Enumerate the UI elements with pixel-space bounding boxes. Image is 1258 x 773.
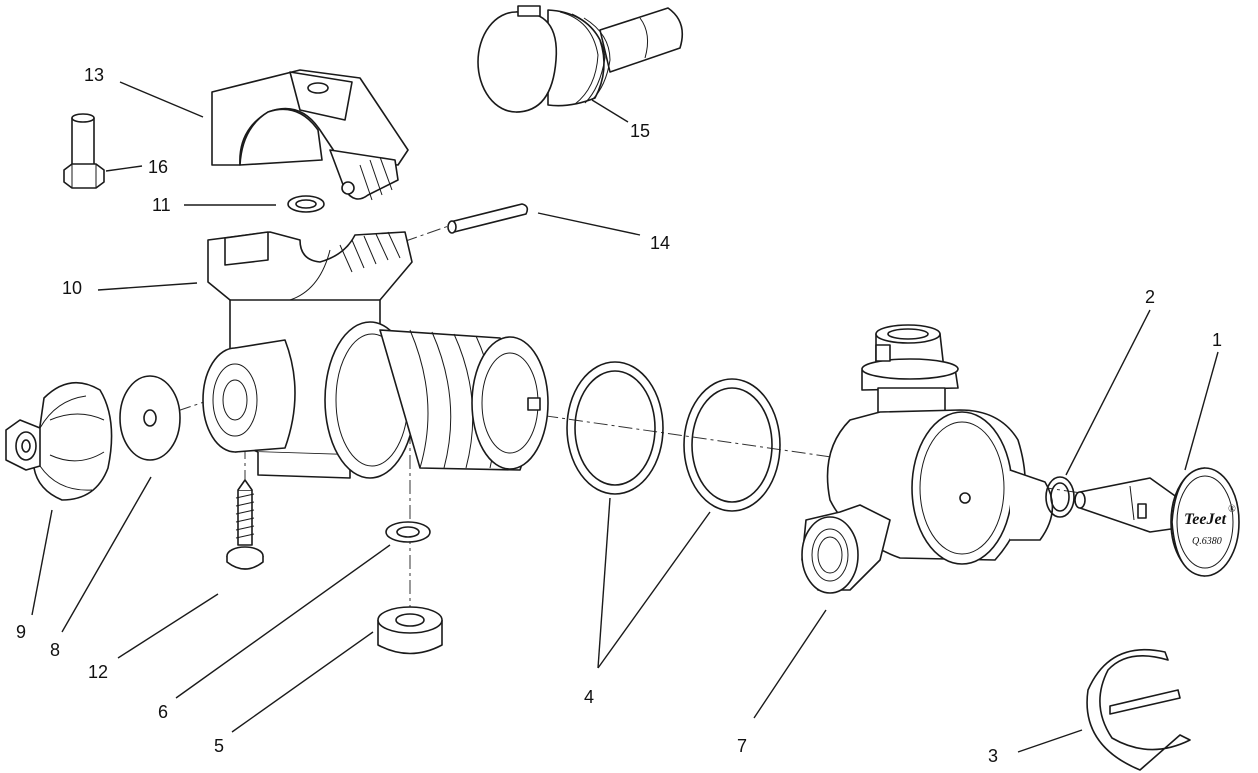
leader-4a bbox=[597, 497, 611, 669]
part-16-bolt bbox=[63, 113, 105, 189]
part-15-hose-barb-fitting bbox=[477, 5, 684, 113]
leader-3 bbox=[1017, 729, 1083, 753]
leader-12 bbox=[117, 593, 219, 659]
part-7-valve-housing bbox=[801, 324, 1054, 594]
leader-5 bbox=[231, 631, 374, 733]
leader-6 bbox=[175, 544, 391, 699]
callout-2: 2 bbox=[1145, 287, 1155, 307]
callout-5: 5 bbox=[214, 736, 224, 756]
leader-1 bbox=[1184, 351, 1219, 471]
callout-14: 14 bbox=[650, 233, 670, 253]
leader-8 bbox=[61, 476, 152, 633]
cap-sub-text: Q.6380 bbox=[1192, 536, 1222, 547]
callout-12: 12 bbox=[88, 662, 108, 682]
callout-10: 10 bbox=[62, 278, 82, 298]
part-13-clamp-upper bbox=[211, 69, 409, 201]
part-9-knob bbox=[5, 381, 113, 501]
cap-trademark: ® bbox=[1228, 504, 1236, 515]
cap-brand-text: TeeJet bbox=[1184, 511, 1227, 528]
part-11-washer bbox=[287, 195, 325, 213]
leader-lines bbox=[31, 81, 1219, 753]
leader-13 bbox=[119, 81, 204, 118]
callout-3: 3 bbox=[988, 746, 998, 766]
part-5-nut bbox=[377, 606, 443, 655]
callout-11: 11 bbox=[152, 195, 171, 215]
leader-2 bbox=[1065, 309, 1151, 476]
leader-16 bbox=[105, 165, 143, 172]
callout-1: 1 bbox=[1212, 330, 1222, 350]
leader-4b bbox=[597, 511, 711, 669]
part-4-o-ring-a bbox=[566, 361, 664, 495]
callout-8: 8 bbox=[50, 640, 60, 660]
part-6-washer bbox=[385, 521, 431, 543]
leader-15 bbox=[591, 99, 629, 123]
part-3-retaining-clip bbox=[1086, 648, 1191, 771]
callout-6: 6 bbox=[158, 702, 168, 722]
callout-7: 7 bbox=[737, 736, 747, 756]
part-4-o-ring-b bbox=[683, 378, 781, 512]
leader-14 bbox=[537, 212, 641, 236]
callout-16: 16 bbox=[148, 157, 168, 177]
part-14-pin bbox=[447, 203, 529, 234]
part-10-valve-body-clamp bbox=[202, 231, 549, 479]
part-2-small-o-ring bbox=[1045, 476, 1075, 518]
part-12-screw bbox=[226, 479, 264, 570]
leader-7 bbox=[753, 609, 827, 719]
callout-labels: 1 2 3 4 5 6 7 8 9 10 11 12 13 14 15 16 bbox=[16, 65, 1222, 766]
callout-4: 4 bbox=[584, 687, 594, 707]
callout-15: 15 bbox=[630, 121, 650, 141]
part-8-diaphragm bbox=[119, 375, 181, 461]
callout-13: 13 bbox=[84, 65, 104, 85]
callout-9: 9 bbox=[16, 622, 26, 642]
leader-10 bbox=[97, 282, 198, 291]
part-1-nozzle-tip bbox=[1074, 467, 1240, 577]
leader-9 bbox=[31, 509, 53, 616]
